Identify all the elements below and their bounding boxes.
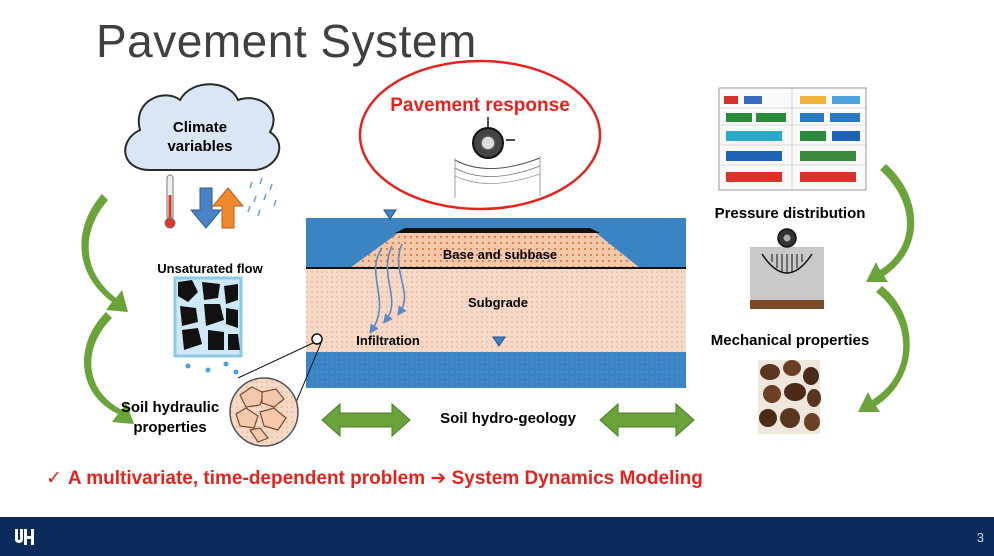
soil-hydraulic-label-2: properties xyxy=(133,419,207,436)
base-subbase-label: Base and subbase xyxy=(442,247,558,262)
conclusion-line: ✓A multivariate, time-dependent problem … xyxy=(46,467,703,490)
thermometer-icon xyxy=(164,174,176,229)
soil-hydraulic-label-1: Soil hydraulic xyxy=(120,399,220,416)
pressure-distribution-icon xyxy=(750,228,824,309)
unsaturated-flow-label: Unsaturated flow xyxy=(157,261,263,276)
pavement-system-diagram xyxy=(81,59,915,447)
truck-classification-chart xyxy=(718,87,867,191)
soil-grain-magnified-icon xyxy=(229,377,299,447)
tire-load-sketch xyxy=(454,117,541,198)
climate-cloud xyxy=(124,83,281,172)
pressure-distribution-label: Pressure distribution xyxy=(714,205,866,222)
pavement-cross-section xyxy=(237,209,686,413)
double-arrow-right xyxy=(599,402,695,438)
climate-variables-label: Climate variables xyxy=(167,119,233,155)
soil-hydro-geology-label: Soil hydro-geology xyxy=(440,410,576,427)
up-arrow-icon xyxy=(211,187,245,229)
slide-title: Pavement System xyxy=(96,15,477,67)
infiltration-label: Infiltration xyxy=(356,333,420,348)
unsaturated-soil-icon xyxy=(173,276,243,375)
mechanical-properties-label: Mechanical properties xyxy=(710,332,870,349)
checkmark-icon: ✓ xyxy=(46,468,62,489)
slide-number: 3 xyxy=(976,530,984,545)
conclusion-text: A multivariate, time-dependent problem ➔… xyxy=(67,468,703,489)
pavement-response-label: Pavement response xyxy=(390,95,570,116)
left-curved-arrows xyxy=(81,194,134,424)
right-curved-arrows xyxy=(858,164,915,412)
double-arrow-left xyxy=(321,402,411,438)
footer-bar xyxy=(0,517,994,556)
rain-icon xyxy=(247,177,277,217)
down-arrow-icon xyxy=(189,187,223,229)
aggregate-grains-icon xyxy=(758,360,821,434)
subgrade-label: Subgrade xyxy=(468,295,528,310)
unh-logo xyxy=(6,525,36,549)
